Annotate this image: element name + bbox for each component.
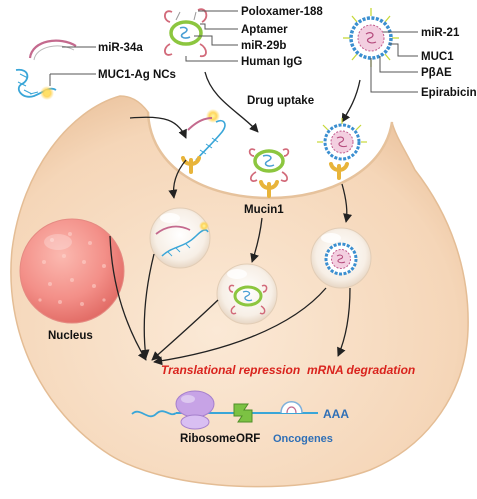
human-igg-label: Human IgG	[241, 56, 302, 68]
oncogenes-label: Oncogenes	[273, 433, 333, 445]
mir29b-nanoparticle-legend	[164, 8, 208, 58]
arrow-mir21-left	[153, 287, 327, 366]
receptor-right	[329, 162, 349, 180]
endosome-ag-nc	[149, 207, 211, 269]
epirabicin-label: Epirabicin	[421, 87, 477, 99]
endosome-mir21	[310, 227, 372, 289]
aptamer-leader	[200, 23, 238, 30]
receptor-left	[181, 156, 201, 174]
drug-uptake-label: Drug uptake	[247, 95, 314, 107]
mir21-nanoparticle-legend	[343, 8, 399, 67]
arrow-to-vesicle-left	[168, 159, 187, 199]
ribosome	[175, 390, 215, 430]
mir34a-strand	[28, 39, 77, 61]
pbae-label: PβAE	[421, 67, 452, 79]
mir21-label: miR-21	[421, 27, 460, 39]
arrow-nucleus-side	[109, 235, 147, 361]
orf-label: ORF	[236, 433, 260, 445]
mir34a-label: miR-34a	[98, 42, 143, 54]
poloxamer-label: Poloxamer-188	[241, 6, 323, 18]
orf-block	[233, 403, 253, 423]
uptake-arrow-right	[341, 79, 361, 123]
mrna-degradation-label: mRNA degradation	[307, 363, 415, 377]
muc1-leader	[389, 43, 418, 57]
nucleus	[19, 218, 125, 324]
mucin1-label: Mucin1	[244, 204, 284, 216]
ribosome-label: Ribosome	[180, 433, 236, 445]
epirabicin-leader	[370, 58, 418, 93]
endosome-mir29b	[216, 263, 278, 325]
translational-repression-label: Translational repression	[161, 363, 300, 377]
uptake-arrow-left	[129, 116, 187, 139]
arrow-ag-to-repression	[140, 253, 155, 359]
oncogene-loop	[280, 401, 303, 414]
uptake-arrow-middle	[204, 71, 259, 133]
muc1-label: MUC1	[421, 51, 454, 63]
nucleus-label: Nucleus	[48, 330, 93, 342]
mir29b-label: miR-29b	[241, 40, 286, 52]
mir29b-leader	[194, 35, 238, 46]
cell-membrane-pocket	[146, 111, 394, 200]
poly-a-tail-label: AAA	[323, 407, 349, 421]
arrow-to-vesicle-middle	[250, 217, 263, 263]
arrow-to-vesicle-right	[341, 183, 353, 223]
aptamer-label: Aptamer	[241, 24, 288, 36]
pocket-mir29b-particle	[248, 148, 290, 182]
arrow-mir21-to-degradation	[337, 287, 351, 357]
human-igg-leader	[185, 56, 238, 62]
muc1-ag-nc	[15, 68, 57, 100]
muc1-ag-ncs-label: MUC1-Ag NCs	[98, 69, 176, 81]
receptor-middle	[259, 180, 279, 198]
pbae-leader	[379, 56, 418, 73]
arrow-mir29b-to-repression	[151, 299, 219, 361]
pocket-mir21-particle	[317, 118, 367, 161]
pocket-ag-nc	[187, 109, 226, 161]
